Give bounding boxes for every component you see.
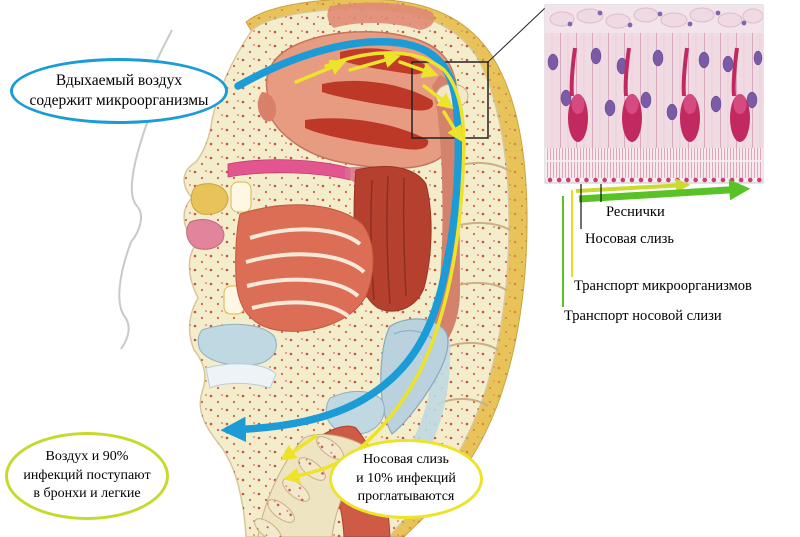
callout-line: и 10% инфекций xyxy=(356,470,456,486)
upper-tooth xyxy=(230,181,252,213)
mucus-transport-arrow-inset xyxy=(578,179,751,203)
tongue xyxy=(235,204,374,332)
callout-swallowed: Носовая слизь и 10% инфекций проглатываю… xyxy=(329,439,483,519)
label-nasal-mucus: Носовая слизь xyxy=(585,231,674,247)
chin-cartilage xyxy=(197,323,277,366)
callout-line: Вдыхаемый воздух xyxy=(55,71,183,89)
mylohyoid-band xyxy=(205,363,277,389)
zoom-connector-line xyxy=(487,7,546,63)
callout-line: проглатываются xyxy=(357,489,455,505)
inhaled-air-arrow xyxy=(220,38,463,443)
microbe-transport-arrow-inset xyxy=(575,178,691,193)
pharynx-wall xyxy=(428,75,460,352)
goblet-cells xyxy=(568,47,750,142)
nostril xyxy=(257,92,276,122)
tongue-base-striations xyxy=(370,175,407,305)
frontal-tissue xyxy=(327,2,435,30)
callout-line: содержит микроорганизмы xyxy=(29,92,209,109)
callout-line: в бронхи и легкие xyxy=(33,486,141,502)
basal-nuclei xyxy=(567,10,747,28)
cilia-band xyxy=(545,148,763,178)
callout-bronchi-lungs: Воздух и 90% инфекций поступают в бронхи… xyxy=(5,432,169,520)
trachea-rings xyxy=(254,436,344,537)
label-cilia: Реснички xyxy=(606,204,665,220)
cell-nuclei xyxy=(547,47,763,121)
tongue-stripes xyxy=(245,227,366,318)
label-microbe-transport: Транспорт микроорганизмов xyxy=(574,278,752,294)
callout-inhaled-air: Вдыхаемый воздух содержит микроорганизмы xyxy=(10,58,228,124)
basal-cells xyxy=(549,7,764,29)
upper-lip xyxy=(190,183,229,215)
histology-inset xyxy=(544,4,765,203)
lower-lip xyxy=(186,219,225,250)
hard-palate xyxy=(227,159,351,181)
label-mucus-transport: Транспорт носовой слизи xyxy=(564,308,722,324)
callout-line: Носовая слизь xyxy=(363,452,449,468)
callout-line: Воздух и 90% xyxy=(45,449,129,465)
callout-line: инфекций поступают xyxy=(23,467,151,483)
